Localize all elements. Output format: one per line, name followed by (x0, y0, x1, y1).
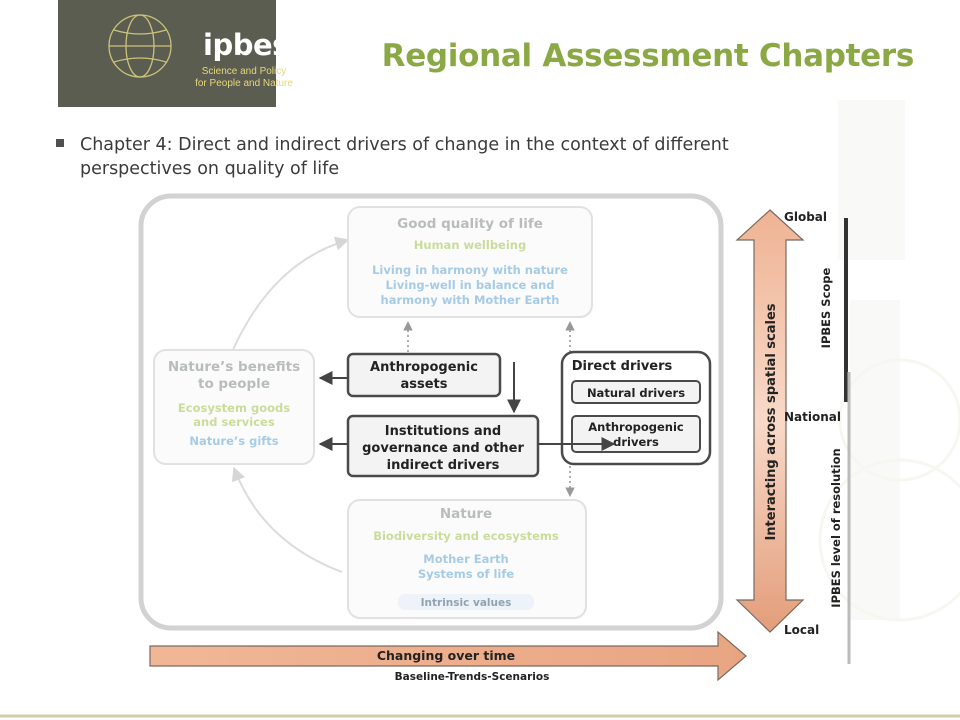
scale-local: Local (784, 623, 819, 637)
scale-national: National (784, 410, 841, 424)
institutions-line-1: Institutions and (385, 424, 501, 439)
bullet-square-icon (56, 139, 64, 147)
anthropogenic-drivers-line-2: drivers (613, 435, 659, 449)
logo-tagline: Science and Policy for People and Nature (184, 66, 304, 90)
ipbes-logo: ipbes Science and Policy for People and … (58, 0, 293, 107)
good-quality-line-1: Human wellbeing (414, 238, 526, 252)
good-quality-line-4: harmony with Mother Earth (381, 293, 560, 307)
natures-benefits-line-3: Nature’s gifts (189, 434, 278, 448)
bullet-line-1: Chapter 4: Direct and indirect drivers o… (80, 135, 729, 155)
logo-tagline-line-1: Science and Policy (201, 66, 287, 77)
logo-wordmark: ipbes (203, 28, 289, 62)
institutions-box (346, 414, 540, 478)
cycle-arrow-bottom (231, 466, 343, 573)
natures-benefits-title-1: Nature’s benefits (168, 359, 300, 375)
time-arrow (149, 630, 747, 682)
good-quality-line-3: Living-well in balance and (385, 278, 554, 292)
globe-icon (108, 14, 172, 78)
nature-line-2: Mother Earth (423, 552, 508, 566)
nature-intrinsic: Intrinsic values (421, 597, 512, 609)
institutions-line-2: governance and other (362, 441, 524, 456)
cycle-arrow-top (231, 236, 350, 353)
nature-line-3: Systems of life (418, 567, 515, 581)
natures-benefits-title-2: to people (198, 376, 270, 392)
anthropogenic-assets-line-2: assets (400, 377, 447, 392)
ipbes-scope-label: IPBES Scope (819, 267, 833, 348)
natural-drivers-box (571, 380, 701, 404)
nature-line-1: Biodiversity and ecosystems (373, 529, 559, 543)
good-quality-line-2: Living in harmony with nature (372, 263, 568, 277)
ipbes-resolution-label: IPBES level of resolution (829, 448, 843, 607)
nature-title: Nature (440, 506, 492, 522)
natures-benefits-line-2: and services (193, 415, 275, 429)
direct-drivers-title: Direct drivers (572, 359, 673, 374)
spatial-scale-label: Interacting across spatial scales (764, 303, 779, 540)
time-label: Changing over time (377, 648, 515, 663)
time-sub-label: Baseline-Trends-Scenarios (395, 671, 550, 683)
bullet-text: Chapter 4: Direct and indirect drivers o… (80, 133, 890, 181)
natures-benefits-box (153, 349, 315, 465)
anthropogenic-assets-box (346, 352, 502, 398)
good-quality-title: Good quality of life (397, 216, 543, 232)
anthropogenic-assets-line-1: Anthropogenic (370, 360, 478, 375)
natural-drivers-label: Natural drivers (587, 386, 685, 400)
anthropogenic-drivers-line-1: Anthropogenic (588, 420, 684, 434)
institutions-line-3: indirect drivers (387, 458, 500, 473)
bullet-line-2: perspectives on quality of life (80, 159, 340, 179)
natures-benefits-line-1: Ecosystem goods (178, 401, 290, 415)
intrinsic-values-pill (398, 594, 534, 610)
background-watermark (818, 100, 960, 622)
slide-title: Regional Assessment Chapters (381, 38, 915, 74)
nature-box (347, 499, 587, 619)
good-quality-of-life-box (347, 206, 593, 318)
logo-tagline-line-2: for People and Nature (195, 78, 293, 89)
scale-global: Global (784, 210, 827, 224)
spatial-scale-arrow (735, 209, 805, 633)
